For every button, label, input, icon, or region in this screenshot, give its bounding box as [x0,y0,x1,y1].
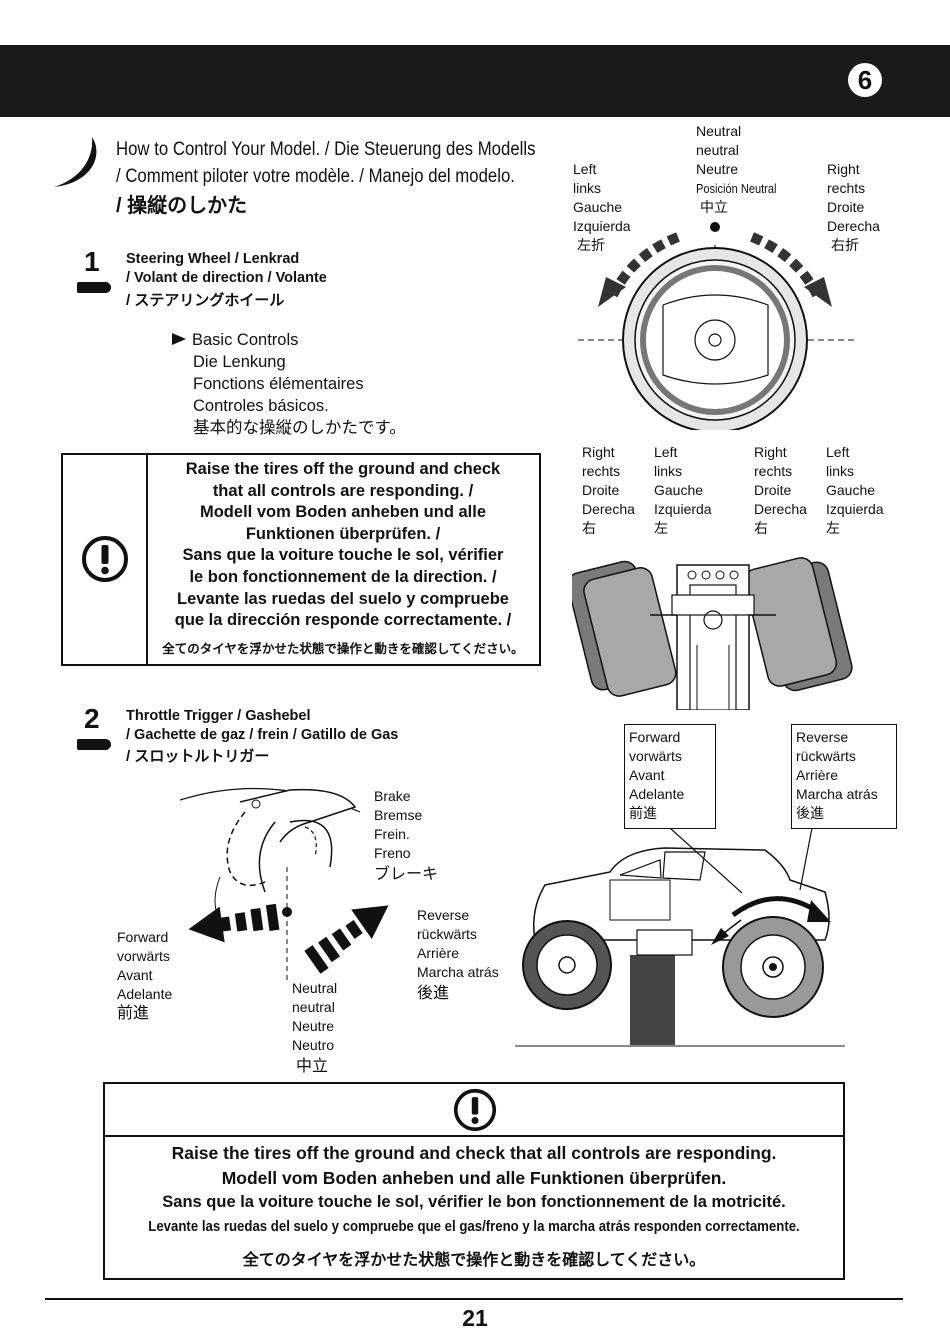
steering-wheel-diagram [578,222,858,430]
arrow-right-icon [172,333,186,345]
footer-rule [45,1298,903,1300]
warning-throttle-line-3: Sans que la voiture touche le sol, vérif… [162,1193,786,1211]
step-1-heading-jp: / ステアリングホイール [126,292,285,309]
warning-box-steering [61,453,541,666]
exclamation-icon [453,1088,497,1132]
front-chassis-diagram [572,557,853,710]
header-bar [0,45,950,117]
warning-throttle-line-1: Raise the tires off the ground and check… [171,1143,777,1163]
warning-throttle-line-2: Modell vom Boden anheben und alle Funkti… [221,1168,727,1188]
crescent-moon-icon [54,137,97,187]
title-line-jp: / 操縦のしかた [116,195,248,217]
callout-pointer-lines [669,828,813,894]
basic-controls-list: Basic Controls Die Lenkung Fonctions élé… [172,329,406,439]
truck-diagram [515,847,845,1047]
warning-throttle-jp: 全てのタイヤを浮かせた状態で操作と動きを確認してください。 [242,1252,706,1269]
throttle-trigger-diagram [180,787,389,982]
right-turn-label: Right rechts Droite Derecha 右折 [827,161,880,253]
title-line-2: / Comment piloter votre modèle. / Manejo… [116,165,515,187]
chapter-number-badge: 6 [848,63,882,97]
step-1-heading: Steering Wheel / Lenkrad / Volant de dir… [126,251,327,286]
neutral-label: Neutral neutral Neutre Posición Neutral … [696,123,777,215]
step-2-marker [77,739,111,750]
warning-divider [105,1135,843,1137]
step-2-heading: Throttle Trigger / Gashebel / Gachette d… [126,708,399,743]
warning-box-throttle [103,1082,845,1280]
step-1-marker [77,282,111,293]
page-number: 21 [462,1305,488,1331]
title-line-1: How to Control Your Model. / Die Steueru… [116,138,536,160]
warning-steering-jp: 全てのタイヤを浮かせた状態で操作と動きを確認してください。 [162,642,524,656]
page-title: How to Control Your Model. / Die Steueru… [116,136,535,190]
exclamation-icon [82,536,128,582]
warning-throttle-line-4: Levante las ruedas del suelo y compruebe… [148,1218,800,1235]
step-1-number: 1 [84,246,100,277]
step-2-number: 2 [84,703,100,734]
warning-steering-text: Raise the tires off the ground and check… [174,460,512,630]
left-turn-label: Left links Gauche Izquierda 左折 [573,161,631,253]
step-2-heading-jp: / スロットルトリガー [126,748,270,765]
warning-divider [146,455,148,664]
